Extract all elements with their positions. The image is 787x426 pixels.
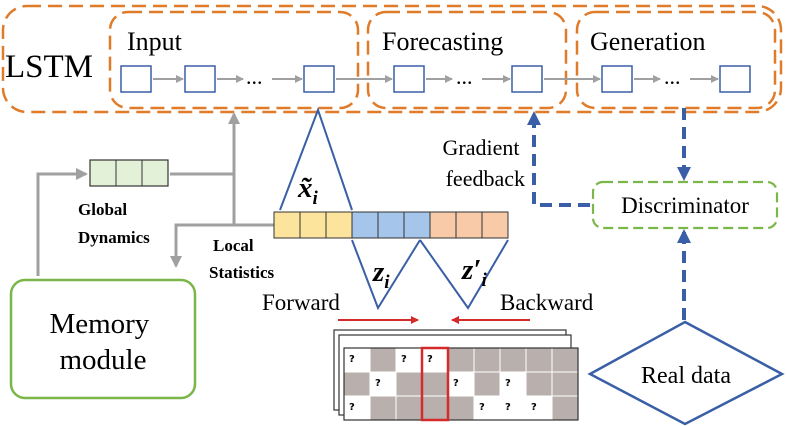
real-data-diamond [587,320,785,426]
stats-to-memory-arrow [170,223,234,268]
forecasting-stage-box [366,10,568,110]
missing-cell [343,347,371,373]
observed-cell [499,347,527,373]
lstm-cell [303,65,335,93]
observed-cell [447,347,475,373]
observed-cell [421,371,449,397]
lstm-cell [393,65,425,93]
x-tilde-symbol: x̃i [297,172,319,209]
forecasting-ellipsis: ... [456,64,473,89]
generation-ellipsis: ... [664,64,681,89]
missing-cell [369,371,397,397]
lstm-cell [184,65,216,93]
missing-mark: ? [401,354,407,365]
backward-label: Backward [500,290,594,315]
input-stage-box [108,10,360,110]
missing-data-matrix: ?????????? [343,347,579,421]
lstm-label: LSTM [5,49,93,85]
lstm-cell [120,65,152,93]
missing-cell [395,347,423,373]
global-dynamics-label: Global Dynamics [78,200,150,247]
missing-mark: ? [505,378,511,389]
missing-mark: ? [479,402,485,413]
global-to-input-arrow [170,112,240,176]
latent-vector [273,211,509,239]
gradient-feedback-arrow [527,111,590,207]
missing-mark: ? [531,402,537,413]
forecasting-stage-label: Forecasting [382,27,503,56]
observed-cell [473,347,501,373]
missing-mark: ? [349,402,355,413]
discriminator-box [591,180,779,230]
missing-mark: ? [375,378,381,389]
discriminator-label: Discriminator [621,193,749,218]
real-data-label: Real data [641,363,731,389]
observed-cell [551,371,579,397]
observed-cell [447,395,475,421]
missing-cell [499,395,527,421]
local-statistics-label: Local Statistics [209,236,275,282]
missing-cell [343,395,371,421]
missing-mark: ? [453,378,459,389]
memory-to-global-arrow [36,168,88,276]
input-stage-label: Input [127,27,183,56]
observed-cell [421,395,449,421]
z-prime-symbol: z′i [461,254,487,291]
missing-mark: ? [427,354,433,365]
missing-mark: ? [505,402,511,413]
observed-cell [369,395,397,421]
memory-module-label: Memory module [49,308,156,376]
z-prime-cone [419,239,509,310]
lstm-cell [511,65,543,93]
observed-cell [551,395,579,421]
observed-cell [525,371,553,397]
gradient-feedback-label: Gradient feedback [443,135,525,191]
missing-cell [473,395,501,421]
highlight-column [420,346,450,422]
generation-stage-box [575,10,777,110]
missing-cell [525,395,553,421]
observed-cell [473,371,501,397]
generation-stage-label: Generation [590,27,706,56]
global-dynamics-vector [89,159,169,187]
observed-cell [343,371,371,397]
observed-cell [525,347,553,373]
missing-cell [447,371,475,397]
x-tilde-cone [279,107,353,211]
lstm-outer-box [1,4,783,114]
observed-cell [395,371,423,397]
z-symbol: zi [372,256,390,293]
missing-cell [499,371,527,397]
matrix-front-border [343,347,579,421]
z-cone [351,239,421,311]
input-ellipsis: ... [246,64,263,89]
observed-cell [551,347,579,373]
memory-module-box [9,278,197,400]
forward-label: Forward [262,290,340,315]
lstm-cell [601,65,633,93]
lstm-cell [719,65,751,93]
observed-cell [395,395,423,421]
missing-cell [421,347,449,373]
missing-mark: ? [349,354,355,365]
observed-cell [369,347,397,373]
